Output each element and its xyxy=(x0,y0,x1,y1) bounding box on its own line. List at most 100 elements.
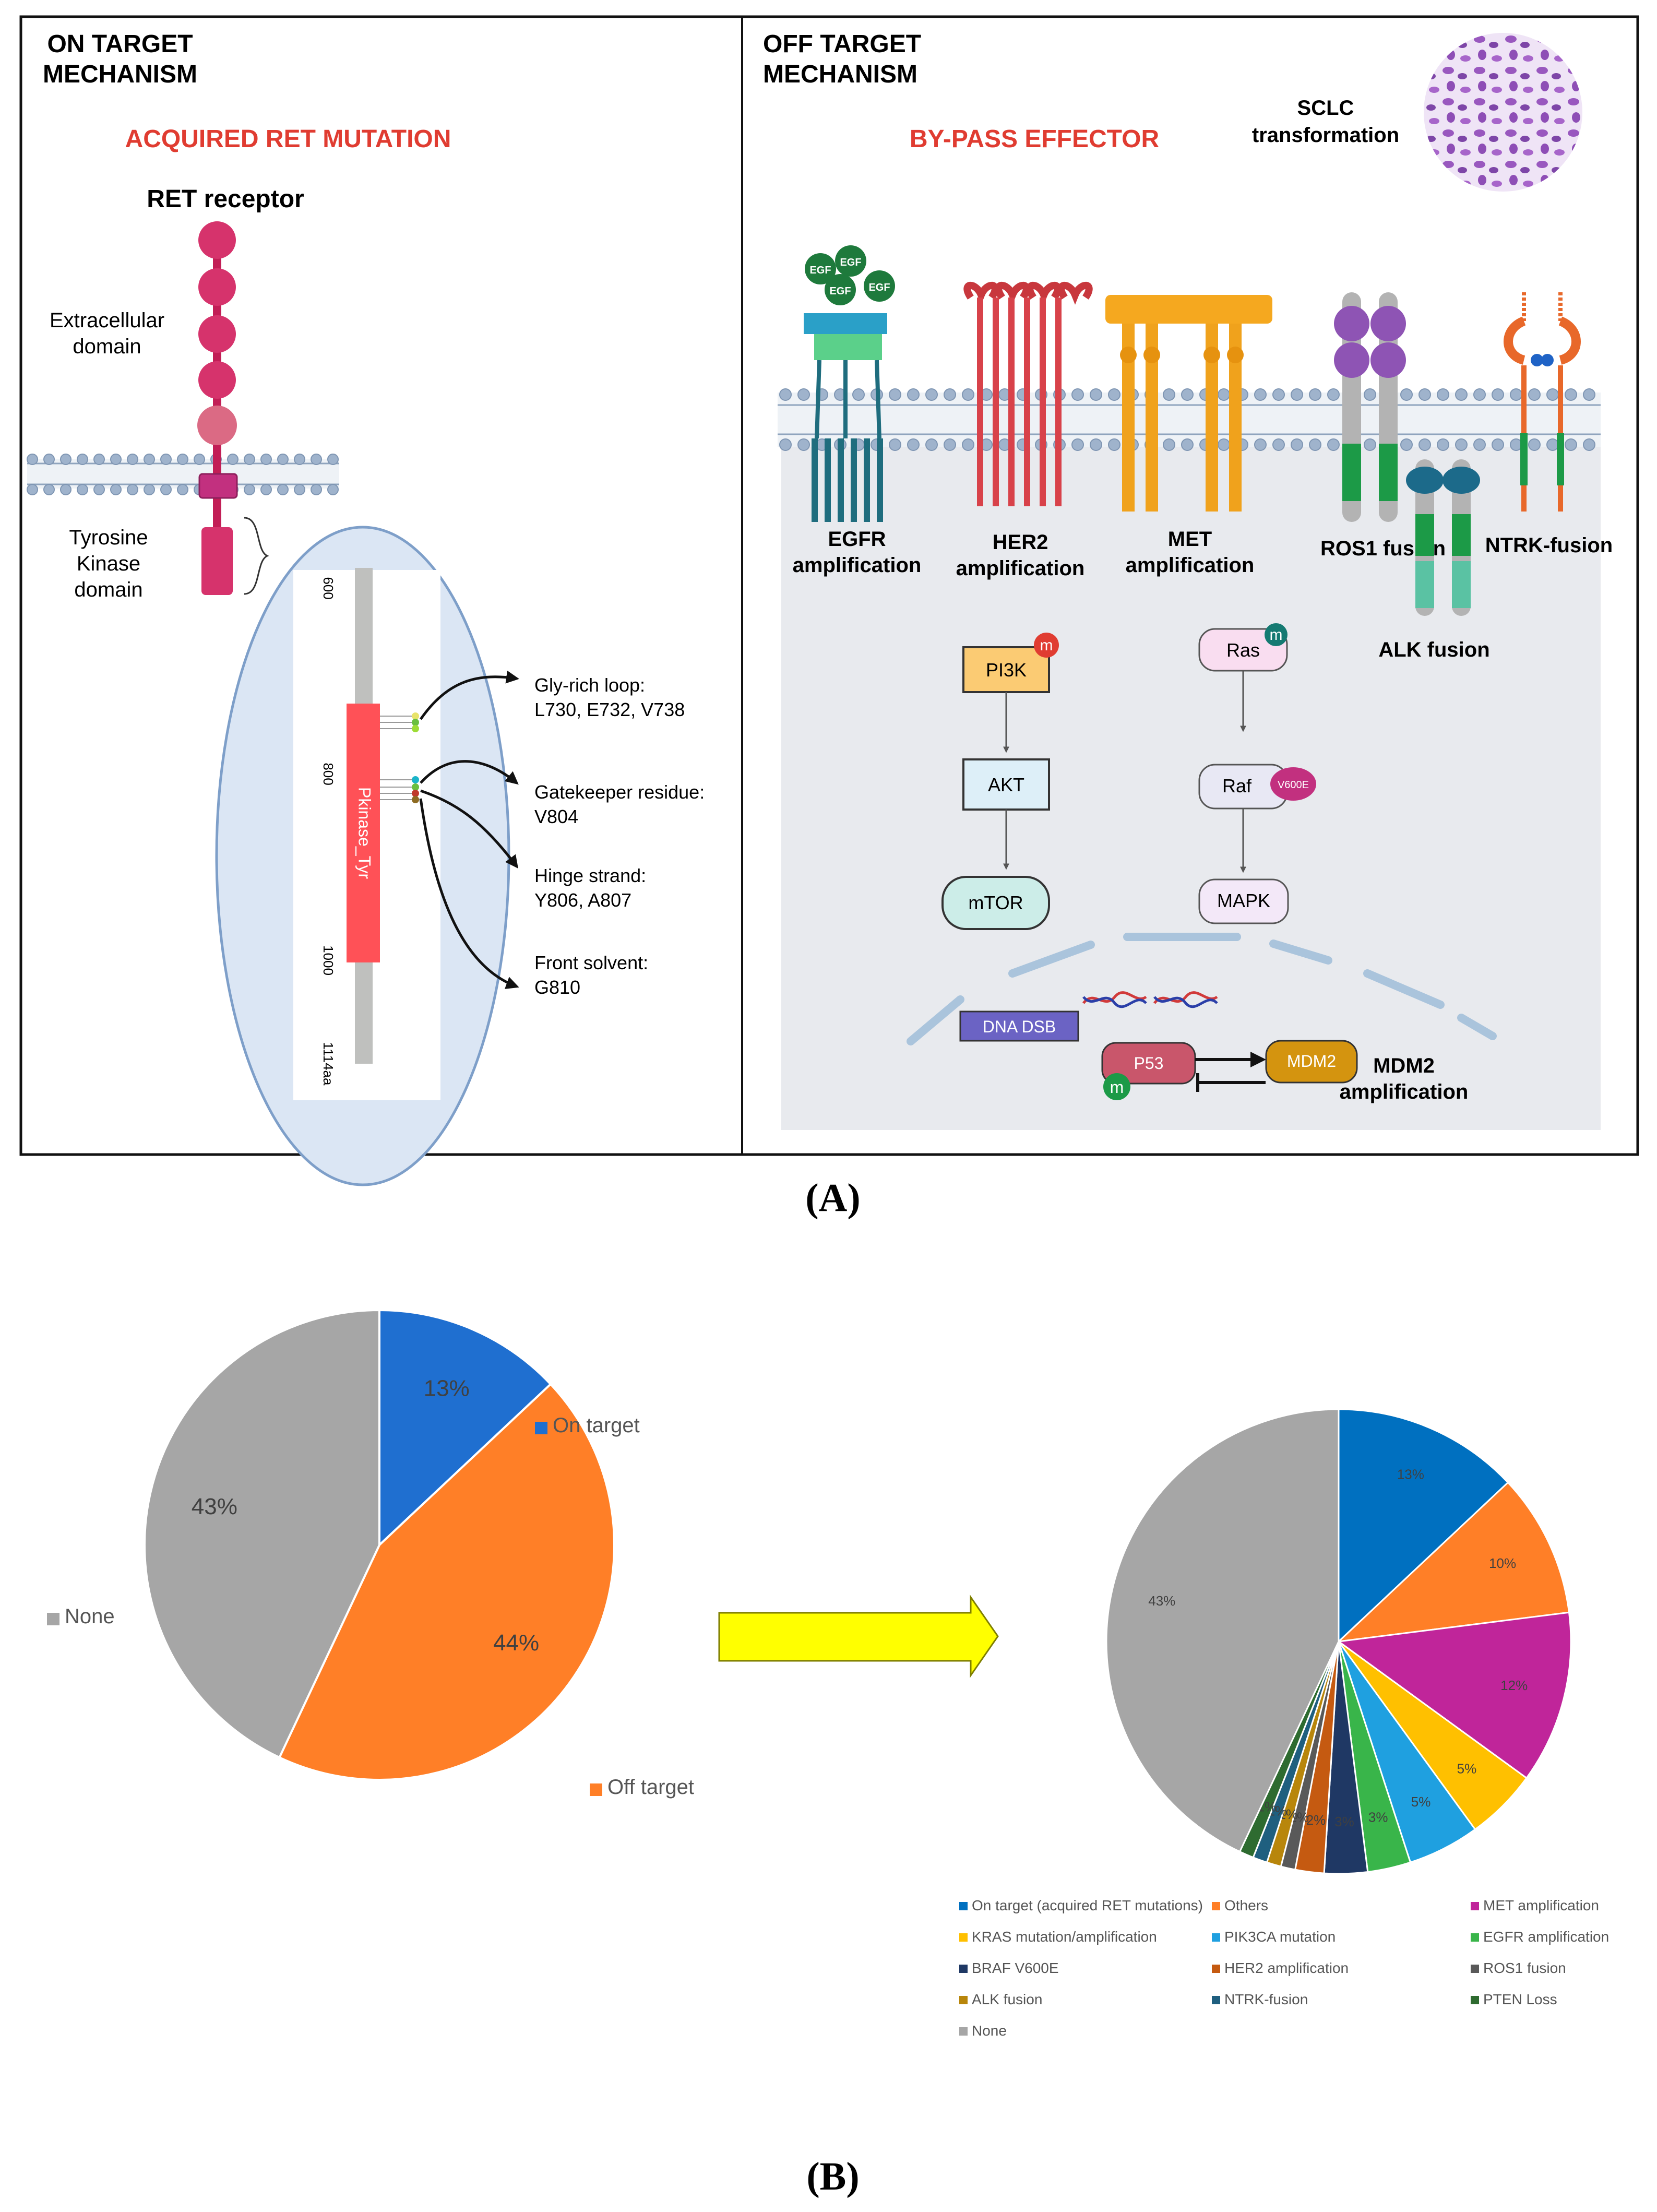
transition-arrow xyxy=(718,1595,999,1678)
ras-mutation-label: m xyxy=(1270,626,1283,644)
ros1-receptor-shape xyxy=(1334,292,1406,522)
front-solvent-label: Front solvent: xyxy=(534,952,648,973)
membrane-left xyxy=(27,454,339,495)
pie-slice-others xyxy=(1336,1481,1570,1643)
legend-swatch-off-target xyxy=(590,1783,602,1796)
legend-swatch-her2-amplification xyxy=(1212,1965,1220,1973)
mdm2-amp-label-line1: MDM2 xyxy=(1373,1054,1435,1077)
ret-receptor-label: RET receptor xyxy=(147,185,304,213)
p53-label: P53 xyxy=(1134,1054,1164,1073)
legend-label-on-target-acquired-ret-mutations: On target (acquired RET mutations) xyxy=(972,1897,1203,1913)
pie-label-pik3ca-mutation: 5% xyxy=(1411,1794,1431,1810)
tk-domain-label-line1: Tyrosine xyxy=(69,526,148,549)
front-solvent-residues: G810 xyxy=(534,977,580,998)
ras-mutation-badge xyxy=(1265,623,1288,646)
legend-label-on-target: On target xyxy=(553,1414,640,1437)
on-target-heading-line2: MECHANISM xyxy=(43,61,197,88)
acquired-ret-mutation-title: ACQUIRED RET MUTATION xyxy=(125,125,451,153)
egfr-receptor-shape: EGF EGF EGF EGF xyxy=(804,245,895,522)
legend-label-off-target: Off target xyxy=(607,1776,694,1799)
legend-label-ntrk-fusion: NTRK-fusion xyxy=(1224,1991,1308,2007)
dna-dsb-label: DNA DSB xyxy=(983,1017,1056,1036)
pie-chart-breakdown: 13%10%12%5%5%3%3%2%1%1%1%1%43% xyxy=(1105,1408,1572,1875)
ntrk-receptor-shape xyxy=(1504,292,1581,512)
pie-label-on-target-acquired-ret-mutations: 13% xyxy=(1397,1466,1424,1482)
legend-label-ros1-fusion: ROS1 fusion xyxy=(1483,1960,1566,1976)
mapk-node xyxy=(1198,878,1289,924)
legend-label-pten-loss: PTEN Loss xyxy=(1483,1991,1557,2007)
by-pass-effector-title: BY-PASS EFFECTOR xyxy=(910,125,1159,153)
legend-swatch-kras-mutation-amplification xyxy=(959,1933,968,1942)
akt-node xyxy=(962,758,1050,811)
legend-swatch-on-target xyxy=(535,1422,547,1434)
legend-swatch-ntrk-fusion xyxy=(1212,1996,1220,2004)
legend-label-others: Others xyxy=(1224,1897,1268,1913)
ras-label: Ras xyxy=(1226,639,1260,661)
v600e-label: V600E xyxy=(1278,779,1309,791)
pie-slice-none xyxy=(144,1309,380,1759)
breakdown-legend: On target (acquired RET mutations) Others… xyxy=(959,1897,1609,2039)
pkinase-domain-bar xyxy=(347,704,380,962)
her2-label-line2: amplification xyxy=(956,557,1085,580)
gatekeeper-label: Gatekeeper residue: xyxy=(534,781,705,803)
legend-swatch-none xyxy=(959,2027,968,2036)
on-target-panel: ON TARGET MECHANISM ACQUIRED RET MUTATIO… xyxy=(27,30,705,1186)
axis-tick-800: 800 xyxy=(320,763,336,785)
pi3k-mutation-badge xyxy=(1034,633,1059,658)
legend-label-none: None xyxy=(65,1605,115,1628)
v600e-badge xyxy=(1270,767,1316,801)
legend-swatch-egfr-amplification xyxy=(1471,1933,1479,1942)
pie-label-egfr-amplification: 3% xyxy=(1368,1810,1388,1825)
egf-ligand-3: EGF xyxy=(829,286,851,297)
extracellular-label-line2: domain xyxy=(73,335,141,358)
mtor-label: mTOR xyxy=(968,892,1023,913)
dna-dsb-box xyxy=(959,1010,1079,1042)
gatekeeper-residues: V804 xyxy=(534,806,578,827)
legend-swatch-on-target-acquired-ret-mutations xyxy=(959,1902,968,1910)
pie-label-her2-amplification: 2% xyxy=(1306,1812,1326,1828)
met-label-line1: MET xyxy=(1168,528,1212,551)
axis-tick-1000: 1000 xyxy=(320,945,336,976)
egfr-label-line1: EGFR xyxy=(828,528,886,551)
ret-receptor-shape xyxy=(197,221,269,595)
her2-receptor-shape xyxy=(963,281,1093,506)
p53-mutation-badge xyxy=(1103,1073,1130,1100)
alk-receptor-shape xyxy=(1406,459,1480,616)
egf-ligand-1: EGF xyxy=(809,265,831,276)
pie-label-met-amplification: 12% xyxy=(1500,1678,1528,1693)
tk-domain-label-line3: domain xyxy=(74,578,142,601)
legend-label-met-amplification: MET amplification xyxy=(1483,1897,1599,1913)
pkinase-domain-label: Pkinase_Tyr xyxy=(355,787,374,879)
tk-domain-label-line2: Kinase xyxy=(77,552,140,575)
legend-label-egfr-amplification: EGFR amplification xyxy=(1483,1929,1609,1945)
pie-label-kras-mutation-amplification: 5% xyxy=(1457,1761,1477,1776)
hinge-strand-residues: Y806, A807 xyxy=(534,889,631,911)
axis-tick-1114aa: 1114aa xyxy=(320,1042,336,1086)
sclc-label-line2: transformation xyxy=(1252,124,1399,147)
axis-tick-600: 600 xyxy=(320,577,336,599)
legend-label-her2-amplification: HER2 amplification xyxy=(1224,1960,1349,1976)
legend-swatch-ros1-fusion xyxy=(1471,1965,1479,1973)
off-target-panel: OFF TARGET MECHANISM BY-PASS EFFECTOR SC… xyxy=(763,30,1613,1130)
pie-slice-none xyxy=(1105,1408,1340,1853)
legend-swatch-alk-fusion xyxy=(959,1996,968,2004)
extracellular-label-line1: Extracellular xyxy=(50,309,164,332)
legend-label-kras-mutation-amplification: KRAS mutation/amplification xyxy=(972,1929,1157,1945)
p53-mutation-label: m xyxy=(1110,1078,1124,1097)
gly-rich-loop-label: Gly-rich loop: xyxy=(534,674,645,696)
pi3k-mutation-label: m xyxy=(1040,637,1053,654)
on-target-heading-line1: ON TARGET xyxy=(47,30,193,58)
pie-slice-off-target xyxy=(278,1383,615,1781)
legend-swatch-braf-v600e xyxy=(959,1965,968,1973)
legend-swatch-others xyxy=(1212,1902,1220,1910)
egfr-label-line2: amplification xyxy=(793,554,922,577)
mutation-lollipops xyxy=(380,712,419,803)
mtor-node xyxy=(941,876,1050,930)
pie-label-braf-v600e: 3% xyxy=(1334,1814,1354,1829)
met-receptor-shape xyxy=(1105,295,1272,512)
pie-slice-on-target xyxy=(378,1309,552,1548)
legend-label-alk-fusion: ALK fusion xyxy=(972,1991,1042,2007)
met-label-line2: amplification xyxy=(1126,554,1255,577)
ntrk-fusion-label: NTRK-fusion xyxy=(1485,534,1613,557)
